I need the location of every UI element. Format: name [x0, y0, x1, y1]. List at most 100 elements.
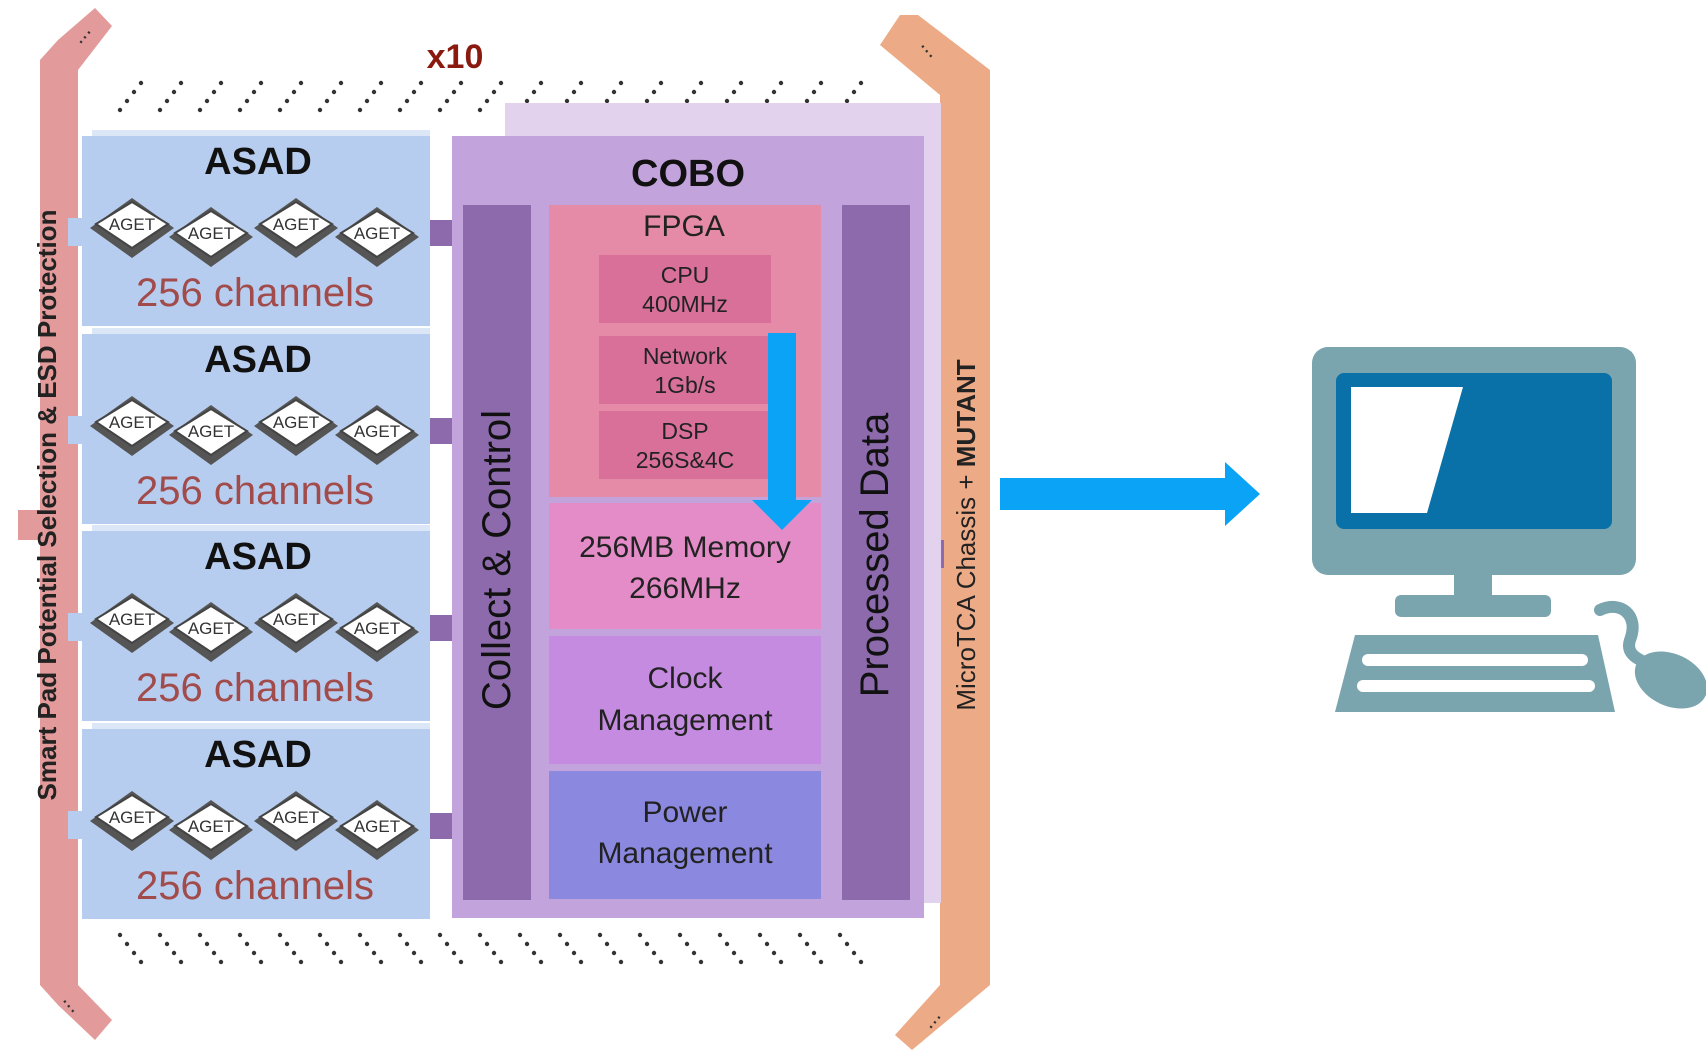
aget-chip-top: [173, 407, 249, 457]
crate-dot: [418, 959, 424, 965]
crate-dot: [578, 959, 584, 965]
crate-dot: [458, 959, 464, 965]
crate-dot: [251, 950, 257, 956]
crate-dot: [717, 932, 723, 938]
aget-chip: AGET: [169, 405, 253, 465]
asad-channels: 256 channels: [136, 469, 374, 513]
processed-data-label: Processed Data: [853, 412, 897, 697]
right-rail: ... ... MicroTCA Chassis + MUTANT: [880, 15, 990, 1050]
left-rail-tab: [18, 510, 40, 540]
crate-dot: [157, 932, 163, 938]
aget-chip-label: AGET: [273, 610, 319, 629]
crate-dot: [171, 950, 177, 956]
crate-dot: [724, 941, 730, 947]
crate-dot: [218, 959, 224, 965]
clock-bg: [549, 636, 821, 764]
crate-dot: [284, 941, 290, 947]
aget-chip-top: [94, 200, 170, 250]
crate-dot: [477, 107, 483, 113]
crate-dot: [524, 941, 530, 947]
crate-dot: [171, 89, 177, 95]
crate-dot: [364, 98, 370, 104]
fpga-sub-block-line1: CPU: [661, 262, 710, 288]
crate-dot: [844, 98, 850, 104]
crate-dot: [378, 80, 384, 86]
aget-chip-label: AGET: [273, 215, 319, 234]
crate-dot: [197, 107, 203, 113]
crate-dot: [684, 941, 690, 947]
crate-dot: [364, 941, 370, 947]
screen-window-shape: [1351, 387, 1463, 513]
mouse-cable: [1594, 600, 1656, 671]
crate-dot: [204, 98, 210, 104]
crate-dot: [691, 89, 697, 95]
fpga-sub-block-line1: Network: [643, 343, 728, 369]
crate-dot: [531, 950, 537, 956]
crate-dot: [818, 80, 824, 86]
crate-dot: [611, 950, 617, 956]
crate-dot: [204, 941, 210, 947]
crate-dot: [851, 89, 857, 95]
aget-chip-top: [173, 802, 249, 852]
crate-dot: [138, 80, 144, 86]
aget-chip-label: AGET: [188, 422, 234, 441]
crate-dot: [651, 89, 657, 95]
crate-dot: [804, 941, 810, 947]
power-management-block: Power Management: [549, 771, 821, 899]
crate-dot: [338, 959, 344, 965]
asad-rail-connector: [68, 218, 88, 246]
crate-dot: [437, 932, 443, 938]
crate-dot: [451, 89, 457, 95]
asad-rail-connector: [68, 811, 88, 839]
asad-channels: 256 channels: [136, 271, 374, 315]
computer-icon: [1312, 347, 1706, 712]
crate-dot: [451, 950, 457, 956]
crate-dot: [298, 80, 304, 86]
memory-block: 256MB Memory 266MHz: [549, 503, 821, 629]
memory-line2: 266MHz: [629, 572, 741, 605]
aget-chip-top: [258, 398, 334, 448]
crate-dot: [178, 959, 184, 965]
aget-chip-label: AGET: [354, 619, 400, 638]
crate-dot: [564, 941, 570, 947]
crate-dot: [124, 98, 130, 104]
clock-line1: Clock: [647, 662, 723, 695]
crate-dot: [644, 941, 650, 947]
crate-dot: [237, 932, 243, 938]
aget-chip: AGET: [169, 602, 253, 662]
cobo-title: COBO: [631, 153, 745, 195]
crate-dot: [498, 80, 504, 86]
aget-chip: AGET: [335, 602, 419, 662]
crate-dot: [291, 950, 297, 956]
mouse: [1634, 651, 1706, 709]
crate-dot: [317, 107, 323, 113]
crate-dot: [618, 80, 624, 86]
aget-chip-top: [94, 793, 170, 843]
internal-data-arrow: [752, 333, 812, 530]
crate-dot: [724, 98, 730, 104]
crate-dot: [611, 89, 617, 95]
crate-dot: [618, 959, 624, 965]
crate-dot: [331, 950, 337, 956]
crate-dot: [124, 941, 130, 947]
right-rail-label: MicroTCA Chassis + MUTANT: [951, 359, 981, 710]
crate-dot: [684, 98, 690, 104]
crate-dot: [244, 941, 250, 947]
crate-dot: [484, 98, 490, 104]
aget-chip-label: AGET: [109, 808, 155, 827]
crate-dot: [404, 941, 410, 947]
aget-chip-top: [339, 407, 415, 457]
crate-dot: [844, 941, 850, 947]
crate-dot: [357, 107, 363, 113]
asad-title: ASAD: [204, 734, 312, 776]
crate-dot: [378, 959, 384, 965]
crate-dot: [764, 941, 770, 947]
asad-title: ASAD: [204, 141, 312, 183]
crate-dot: [411, 950, 417, 956]
crate-dot: [324, 98, 330, 104]
aget-chip: AGET: [335, 207, 419, 267]
